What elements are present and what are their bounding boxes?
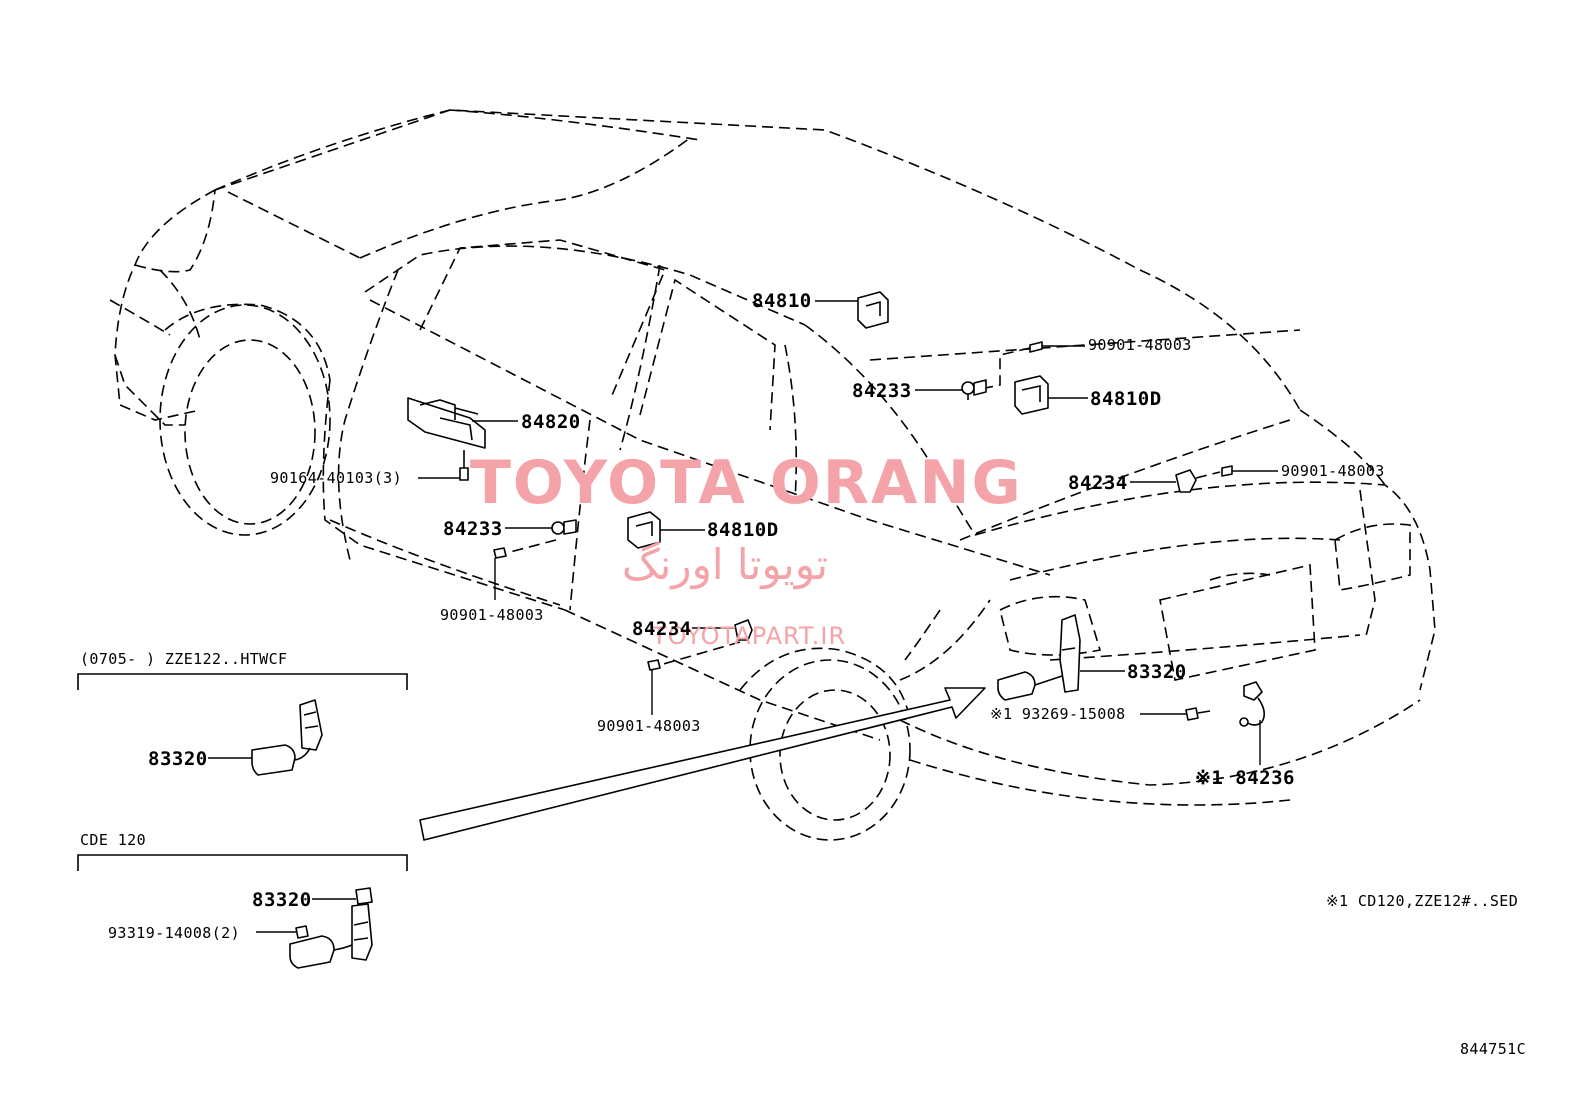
label-trunk-screw: 90901-48003 — [1281, 462, 1385, 480]
rear-sensor-84233 — [961, 379, 987, 400]
label-rear-switch: 84810D — [1090, 388, 1162, 410]
diagram-code: 844751C — [1460, 1040, 1527, 1058]
footnote: ※1 CD120,ZZE12#..SED — [1326, 892, 1519, 910]
rear-door-sensor-84234 — [734, 619, 753, 641]
label-front-door-switch: 84810D — [707, 519, 779, 541]
roof-switch-84810 — [857, 291, 889, 329]
label-trunk-sensor: 84234 — [1068, 472, 1128, 494]
inset-cde120-header: CDE 120 — [80, 831, 147, 849]
rear-switch-84810D — [1014, 375, 1049, 415]
label-inset-zze122-unit: 83320 — [148, 748, 208, 770]
label-master-switch: 84820 — [521, 411, 581, 433]
watermark-brand: TOYOTA ORANG — [470, 448, 1023, 518]
label-master-switch-screw: 90164-40103(3) — [270, 469, 403, 487]
front-door-sensor-84233 — [551, 519, 577, 535]
trunk-unit-83320 — [997, 614, 1081, 701]
callout-arrow — [419, 687, 986, 841]
label-trunk-unit: 83320 — [1127, 661, 1187, 683]
label-front-door-screw: 90901-48003 — [440, 606, 544, 624]
watermark-website: TOYOTAPART.IR — [652, 622, 847, 650]
trunk-sensor-84234 — [1175, 469, 1197, 493]
label-roof-switch: 84810 — [752, 290, 812, 312]
label-rear-door-screw: 90901-48003 — [597, 717, 701, 735]
label-trunk-courtesy: ※1 84236 — [1195, 767, 1295, 789]
label-trunk-bolt: ※1 93269-15008 — [990, 705, 1126, 723]
car-body-outline — [109, 109, 1436, 841]
inset-zze122 — [77, 673, 408, 776]
inset-cde120 — [77, 854, 408, 969]
inset-zze122-header: (0705- ) ZZE122..HTWCF — [80, 650, 288, 668]
label-front-screw-top: 90901-48003 — [1088, 336, 1192, 354]
label-inset-cde120-unit: 83320 — [252, 889, 312, 911]
master-switch-84820 — [407, 397, 486, 449]
label-inset-cde120-screw: 93319-14008(2) — [108, 924, 241, 942]
label-rear-door-sensor: 84234 — [632, 618, 692, 640]
label-front-sensor: 84233 — [852, 380, 912, 402]
label-front-door-sensor: 84233 — [443, 518, 503, 540]
trunk-courtesy-switch-84236 — [1239, 681, 1266, 727]
watermark-brand-farsi: تویوتا اورنگ — [622, 540, 829, 589]
front-door-switch-84810D — [627, 511, 661, 549]
